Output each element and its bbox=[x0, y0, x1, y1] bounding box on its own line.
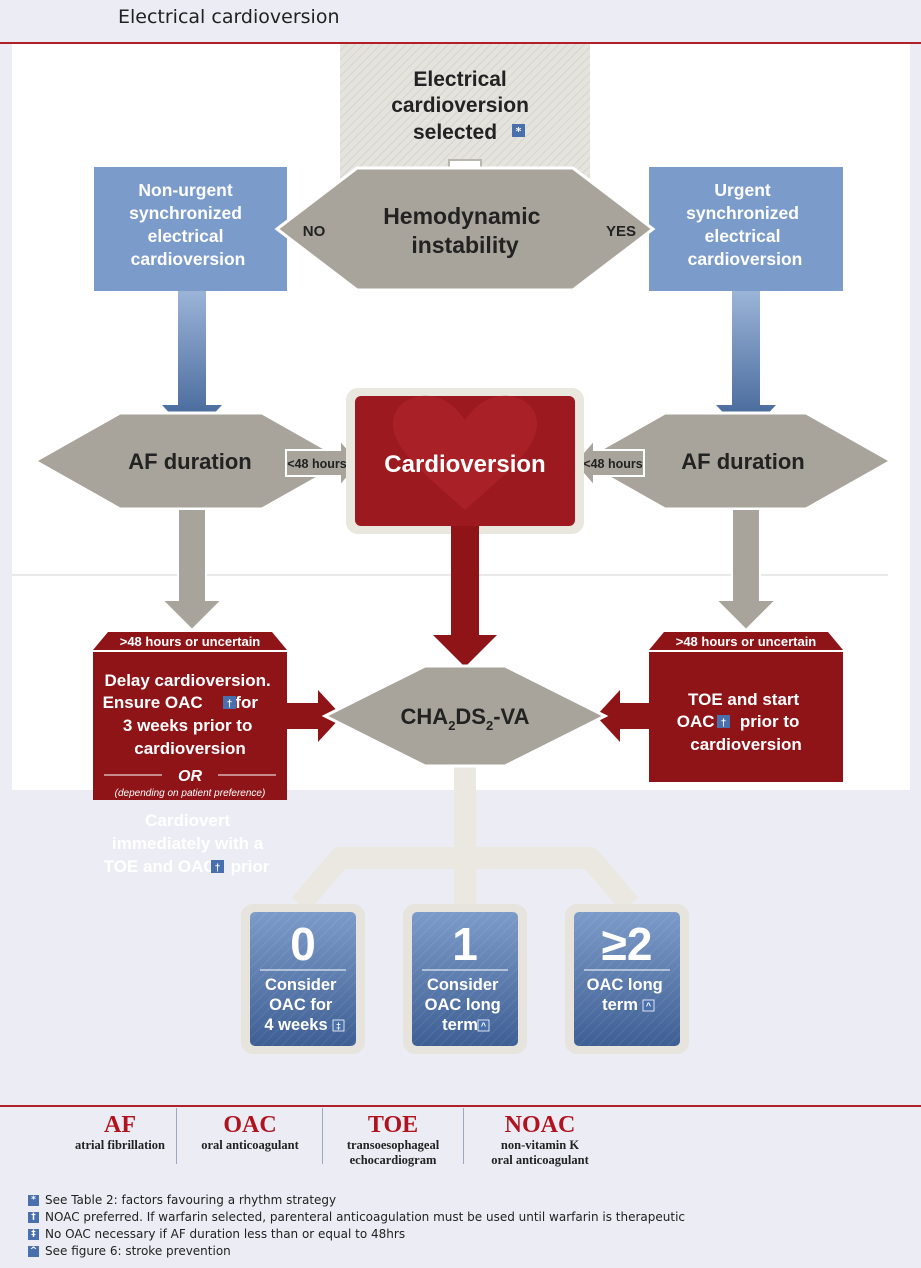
flowchart: Electrical cardioversion selected * Non-… bbox=[12, 44, 910, 800]
abbr-separator bbox=[176, 1108, 177, 1164]
caret-marker-icon bbox=[642, 999, 655, 1012]
gt48-right-header bbox=[649, 632, 843, 650]
score-box-0: 0 Consider OAC for 4 weeks ‡ bbox=[241, 904, 365, 1054]
score-2-label: OAC long term bbox=[587, 976, 668, 1014]
caret-marker-icon: ^ bbox=[28, 1245, 39, 1257]
score-1-label: Consider OAC long term bbox=[425, 976, 506, 1034]
footnote-double-dagger: ‡ No OAC necessary if AF duration less t… bbox=[28, 1227, 405, 1241]
abbr-separator bbox=[463, 1108, 464, 1164]
double-dagger-marker-icon bbox=[332, 1019, 345, 1032]
yes-label: YES bbox=[606, 223, 636, 240]
toe-to-score-arrow bbox=[596, 690, 649, 742]
top-rule bbox=[0, 42, 921, 44]
af-duration-right-diamond bbox=[576, 411, 895, 511]
dagger-marker-icon bbox=[223, 696, 236, 709]
cardiovert-immediately-label: Cardiovert immediately with a TOE and OA… bbox=[104, 811, 270, 876]
no-label: NO bbox=[303, 223, 326, 240]
toe-box bbox=[649, 652, 843, 782]
star-marker-icon bbox=[512, 124, 525, 137]
urgent-down-arrow bbox=[716, 291, 776, 437]
double-dagger-marker-icon: ‡ bbox=[28, 1228, 39, 1240]
svg-text:†: † bbox=[215, 863, 221, 874]
urgent-box bbox=[649, 167, 843, 291]
delay-label: Delay cardioversion. Ensure OAC for 3 we… bbox=[103, 671, 276, 758]
svg-text:‡: ‡ bbox=[336, 1021, 341, 1031]
heart-icon bbox=[393, 395, 537, 510]
delay-to-score-arrow bbox=[287, 690, 342, 742]
af-duration-left-label: AF duration bbox=[128, 449, 251, 474]
instability-label: Hemodynamic instability bbox=[383, 203, 547, 258]
abbr-noac: NOAC non-vitamin K oral anticoagulant bbox=[491, 1112, 589, 1167]
cha2ds2-va-label: CHA2DS2-VA bbox=[401, 704, 530, 733]
cha2ds2-va-diamond bbox=[321, 664, 609, 768]
af-left-down-arrow bbox=[159, 508, 225, 632]
or-note: (depending on patient preference) bbox=[115, 788, 266, 799]
star-marker-icon: * bbox=[28, 1194, 39, 1206]
svg-text:*: * bbox=[516, 125, 522, 138]
abbreviation-rule bbox=[0, 1105, 921, 1107]
toe-label: TOE and start OAC prior to cardioversion bbox=[677, 690, 804, 754]
af-duration-right-label: AF duration bbox=[681, 449, 804, 474]
svg-text:^: ^ bbox=[646, 1001, 652, 1011]
gt48-left-label: >48 hours or uncertain bbox=[120, 634, 261, 649]
caret-marker-icon bbox=[477, 1019, 490, 1032]
abbr-af: AF atrial fibrillation bbox=[75, 1112, 165, 1152]
non-urgent-down-arrow bbox=[162, 291, 222, 437]
gt48-right-label: >48 hours or uncertain bbox=[676, 634, 817, 649]
af-right-down-arrow bbox=[713, 508, 779, 632]
score-connectors bbox=[291, 760, 639, 913]
or-label: OR bbox=[178, 768, 202, 785]
svg-text:^: ^ bbox=[481, 1021, 487, 1031]
page-title: Electrical cardioversion bbox=[118, 6, 340, 28]
gt48-left-header bbox=[93, 632, 287, 650]
footnote-dagger: † NOAC preferred. If warfarin selected, … bbox=[28, 1210, 685, 1224]
dagger-marker-icon bbox=[211, 860, 224, 873]
dagger-marker-icon: † bbox=[28, 1211, 39, 1223]
score-2-number: ≥2 bbox=[602, 918, 653, 970]
cardioversion-label: Cardioversion bbox=[384, 451, 545, 478]
lt48-left-label: <48 hours bbox=[287, 457, 346, 471]
score-box-1: 1 Consider OAC long term ^ bbox=[403, 904, 527, 1054]
non-urgent-label: Non-urgent synchronized electrical cardi… bbox=[129, 180, 247, 269]
cardioversion-down-arrow bbox=[433, 526, 497, 667]
footnote-star: * See Table 2: factors favouring a rhyth… bbox=[28, 1193, 336, 1207]
score-1-number: 1 bbox=[452, 918, 478, 970]
abbr-toe: TOE transoesophageal echocardiogram bbox=[346, 1112, 440, 1167]
score-box-2: ≥2 OAC long term ^ bbox=[565, 904, 689, 1054]
lt48-right-label: <48 hours bbox=[583, 457, 642, 471]
non-urgent-box bbox=[94, 167, 287, 291]
svg-text:†: † bbox=[227, 699, 233, 710]
dagger-marker-icon bbox=[717, 715, 730, 728]
instability-diamond bbox=[274, 166, 656, 292]
footnote-caret: ^ See figure 6: stroke prevention bbox=[28, 1244, 231, 1258]
svg-text:†: † bbox=[721, 718, 727, 729]
abbr-separator bbox=[322, 1108, 323, 1164]
score-0-label: Consider OAC for 4 weeks bbox=[264, 976, 341, 1034]
score-0-number: 0 bbox=[290, 918, 316, 970]
urgent-label: Urgent synchronized electrical cardiover… bbox=[686, 180, 804, 269]
start-label: Electrical cardioversion selected bbox=[391, 68, 535, 144]
abbr-oac: OAC oral anticoagulant bbox=[201, 1112, 299, 1152]
